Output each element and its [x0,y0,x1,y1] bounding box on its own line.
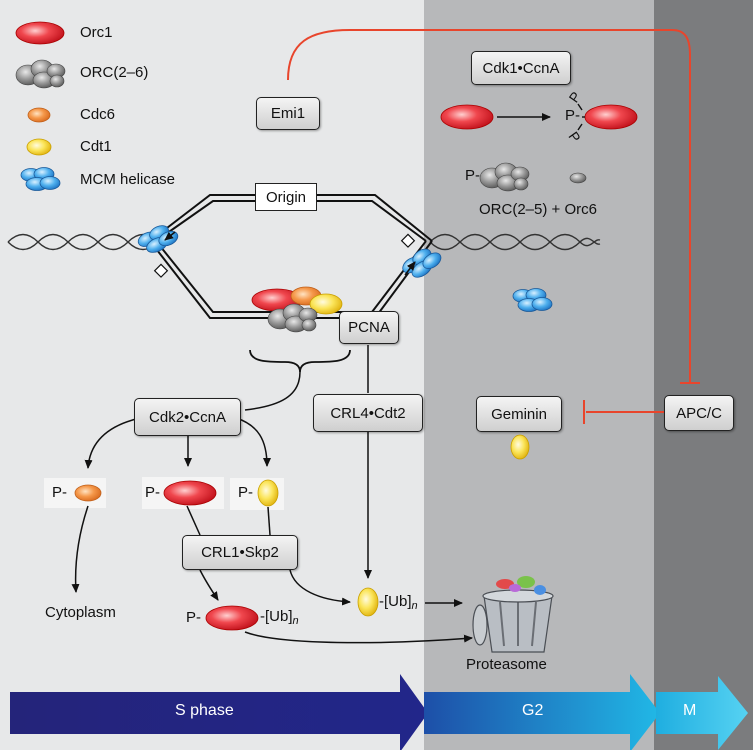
cdc6-legend-icon [27,107,51,123]
legend-orc1-label: Orc1 [80,24,113,41]
cdt1-phospho [257,479,279,507]
cdk2-to-cdt1 [235,417,271,467]
m-label: M [683,702,697,719]
p-orc1ub-label: P- [186,609,201,626]
orc1-phospho [163,480,217,506]
primer-mark-left [153,263,169,278]
cdk2-to-cdc6 [84,417,141,469]
p-orc1-label: P- [145,484,160,501]
p-cdc6-label: P- [52,484,67,501]
cdk2-ccna-box: Cdk2•CcnA [134,398,241,436]
legend-cdc6-label: Cdc6 [80,106,116,123]
cdt1-ub-subscript: n [411,600,418,612]
orc1ub-to-proteasome [244,631,473,644]
g2-label: G2 [522,702,544,719]
crl1-to-cdt1ub [289,569,351,606]
dna-right [429,233,601,251]
primer-mark-right [400,233,416,248]
cdt1-to-crl1 [267,506,271,536]
cdk1-ccna-box: Cdk1•CcnA [471,51,571,85]
cdc6-to-cytoplasm [71,505,89,593]
orc1-ub-label: -[Ub]n [260,608,299,630]
apc-c-box: APC/C [664,395,734,431]
origin-complex [251,286,343,333]
mcm-left-arrow [164,231,176,241]
s-phase-arrow [10,674,428,750]
orc25-orc6-label: ORC(2–5) + Orc6 [479,201,597,218]
p-cdt1-label: P- [238,484,253,501]
orc1-to-crl1 [186,505,201,536]
m-arrow [656,676,748,750]
emi1-box: Emi1 [256,97,320,130]
dna-left [7,233,159,251]
legend-orc-label: ORC(2–6) [80,64,149,81]
orc1-ubiquitinated [205,605,259,631]
legend-cdt1-label: Cdt1 [80,138,112,155]
bracket-to-cdk2 [244,371,301,411]
orc6-g2 [569,172,587,184]
orc1-ub-subscript: n [292,615,299,627]
cdt1-ub-label: -[Ub]n [379,593,418,615]
cdc6-phospho [74,484,102,502]
cdt1-ub-text: -[Ub] [379,593,412,610]
orc1-ub-text: -[Ub] [260,608,293,625]
p-orc-g2-label: P- [465,167,480,184]
proteasome-label: Proteasome [466,656,547,673]
m-panel [654,0,753,750]
cdt1-geminin [510,434,530,460]
cdt1-legend-icon [26,138,52,156]
orc1-legend-icon [15,21,65,45]
cdt1-ubiquitinated [357,587,379,617]
origin-box: Origin [255,183,317,211]
proteasome-icon [472,576,554,653]
emi1-inhibition-line [287,29,691,383]
p-orc1-g2-label: P- [565,107,580,124]
pcna-box: PCNA [339,311,399,344]
crl1-skp2-box: CRL1•Skp2 [182,535,298,570]
crl4-cdt2-box: CRL4•Cdt2 [313,394,423,432]
g2-arrow [424,674,660,750]
orc1-g2 [440,104,494,130]
cytoplasm-label: Cytoplasm [45,604,116,621]
orc1-phosphorylated [584,104,638,130]
geminin-box: Geminin [476,396,562,432]
mcm-right-arrow [404,261,416,276]
s-phase-panel [0,0,424,750]
crl1-to-orc1ub [199,569,219,601]
legend-mcm-label: MCM helicase [80,171,176,188]
s-phase-label: S phase [175,702,234,719]
